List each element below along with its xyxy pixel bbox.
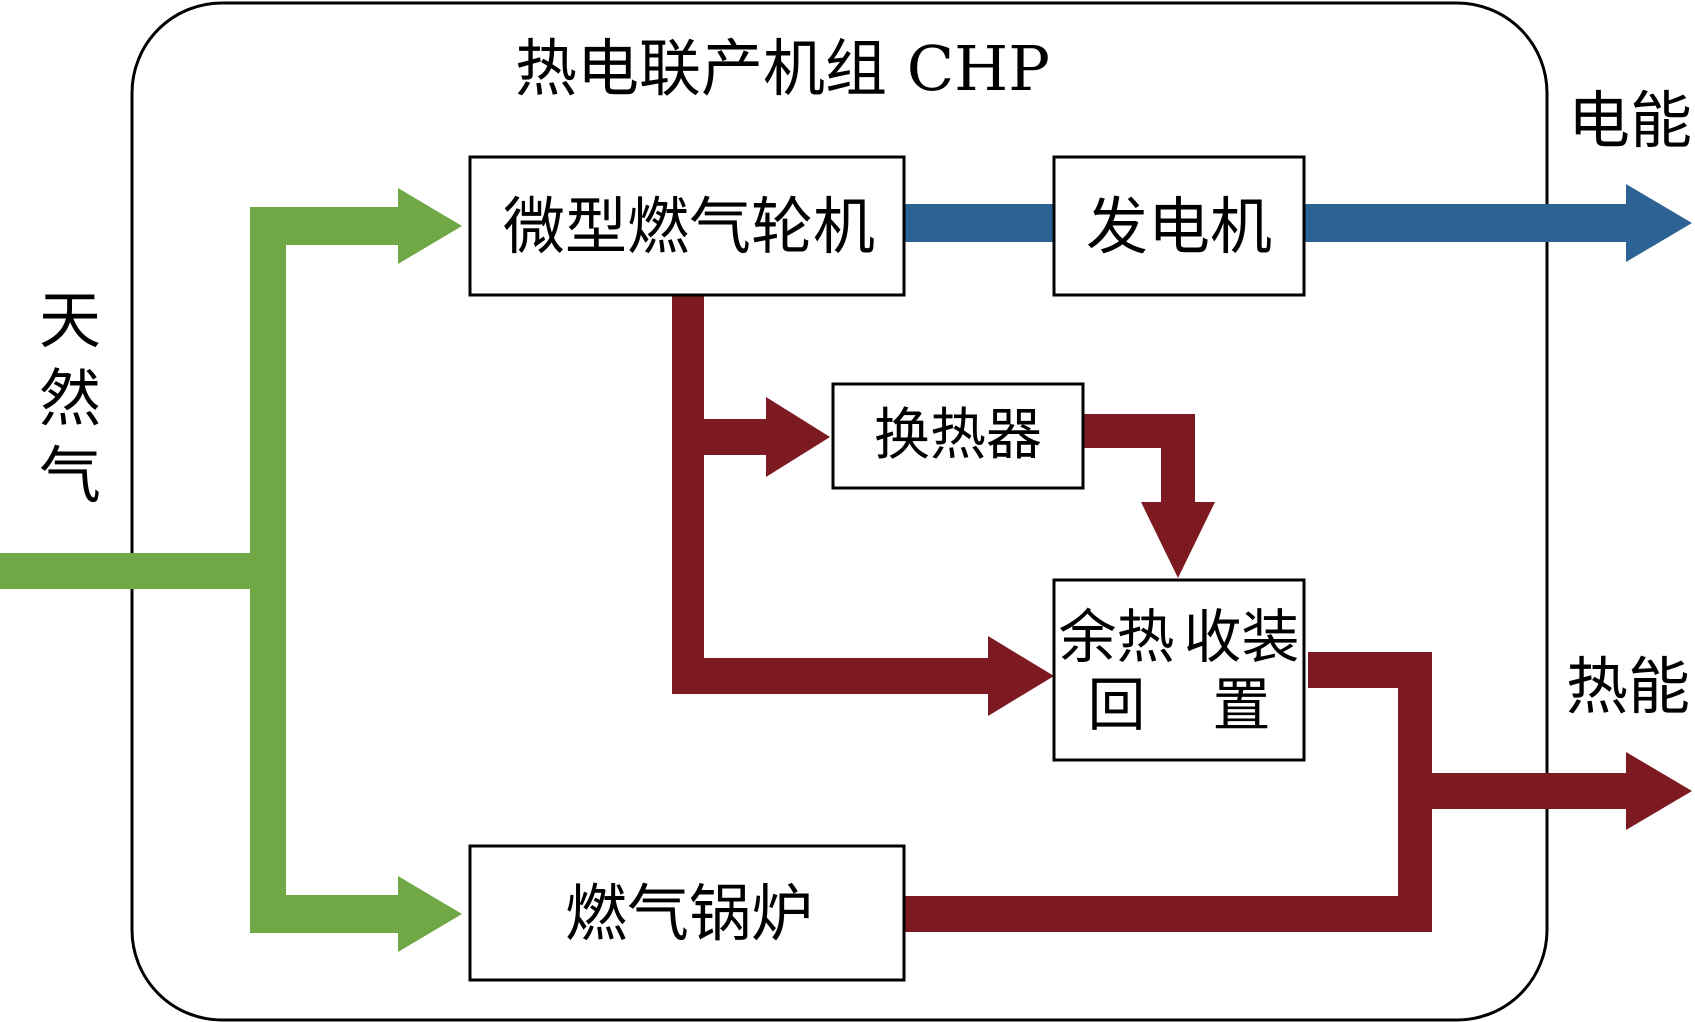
turbine-exhaust-pipe [672, 294, 704, 694]
gas-boiler-box [468, 844, 906, 982]
gas-inlet-pipe [0, 553, 268, 589]
generator-to-grid-pipe [1304, 204, 1628, 242]
chp-unit-frame [130, 1, 1549, 1022]
natural-gas-label: 天然气 [38, 284, 101, 512]
micro-turbine-label: 微型燃气轮机 [502, 190, 875, 264]
gas-trunk-pipe [250, 207, 286, 933]
heat-output-pipe [1398, 773, 1628, 809]
heat-flow [672, 294, 1692, 932]
waste-heat-recovery-label: 余热回收装置 [1058, 602, 1300, 739]
generator-box [1052, 155, 1306, 297]
exhaust-to-hx-pipe [672, 419, 768, 455]
hx-outlet-pipe-v [1161, 414, 1195, 504]
exhaust-to-hx-arrowhead [766, 397, 830, 477]
heat-exchanger-label: 换热器 [874, 402, 1042, 468]
component-boxes [468, 155, 1306, 982]
thermal-output-arrowhead [1626, 752, 1692, 830]
gas-boiler-label: 燃气锅炉 [564, 877, 813, 951]
gas-to-boiler-pipe [250, 895, 400, 933]
exhaust-to-recovery-pipe [672, 658, 990, 694]
gas-to-turbine-pipe [250, 207, 400, 245]
waste-heat-recovery-box [1052, 578, 1306, 762]
thermal-energy-label: 热能 [1566, 650, 1691, 723]
generator-label: 发电机 [1085, 190, 1272, 264]
exhaust-to-recovery-arrowhead [988, 636, 1054, 716]
heat-exchanger-box [831, 382, 1085, 490]
turbine-to-generator-shaft [904, 204, 1054, 242]
electric-output-arrowhead [1626, 184, 1692, 262]
gas-to-boiler-arrowhead [398, 876, 462, 952]
hx-to-recovery-arrowhead [1141, 502, 1215, 578]
gas-flow [0, 188, 462, 952]
boiler-outlet-pipe [904, 896, 1432, 932]
gas-to-turbine-arrowhead [398, 188, 462, 264]
micro-turbine-box [468, 155, 906, 297]
electric-flow [904, 184, 1692, 262]
electric-energy-label: 电能 [1568, 84, 1693, 157]
diagram-title: 热电联产机组 CHP [515, 32, 1050, 105]
